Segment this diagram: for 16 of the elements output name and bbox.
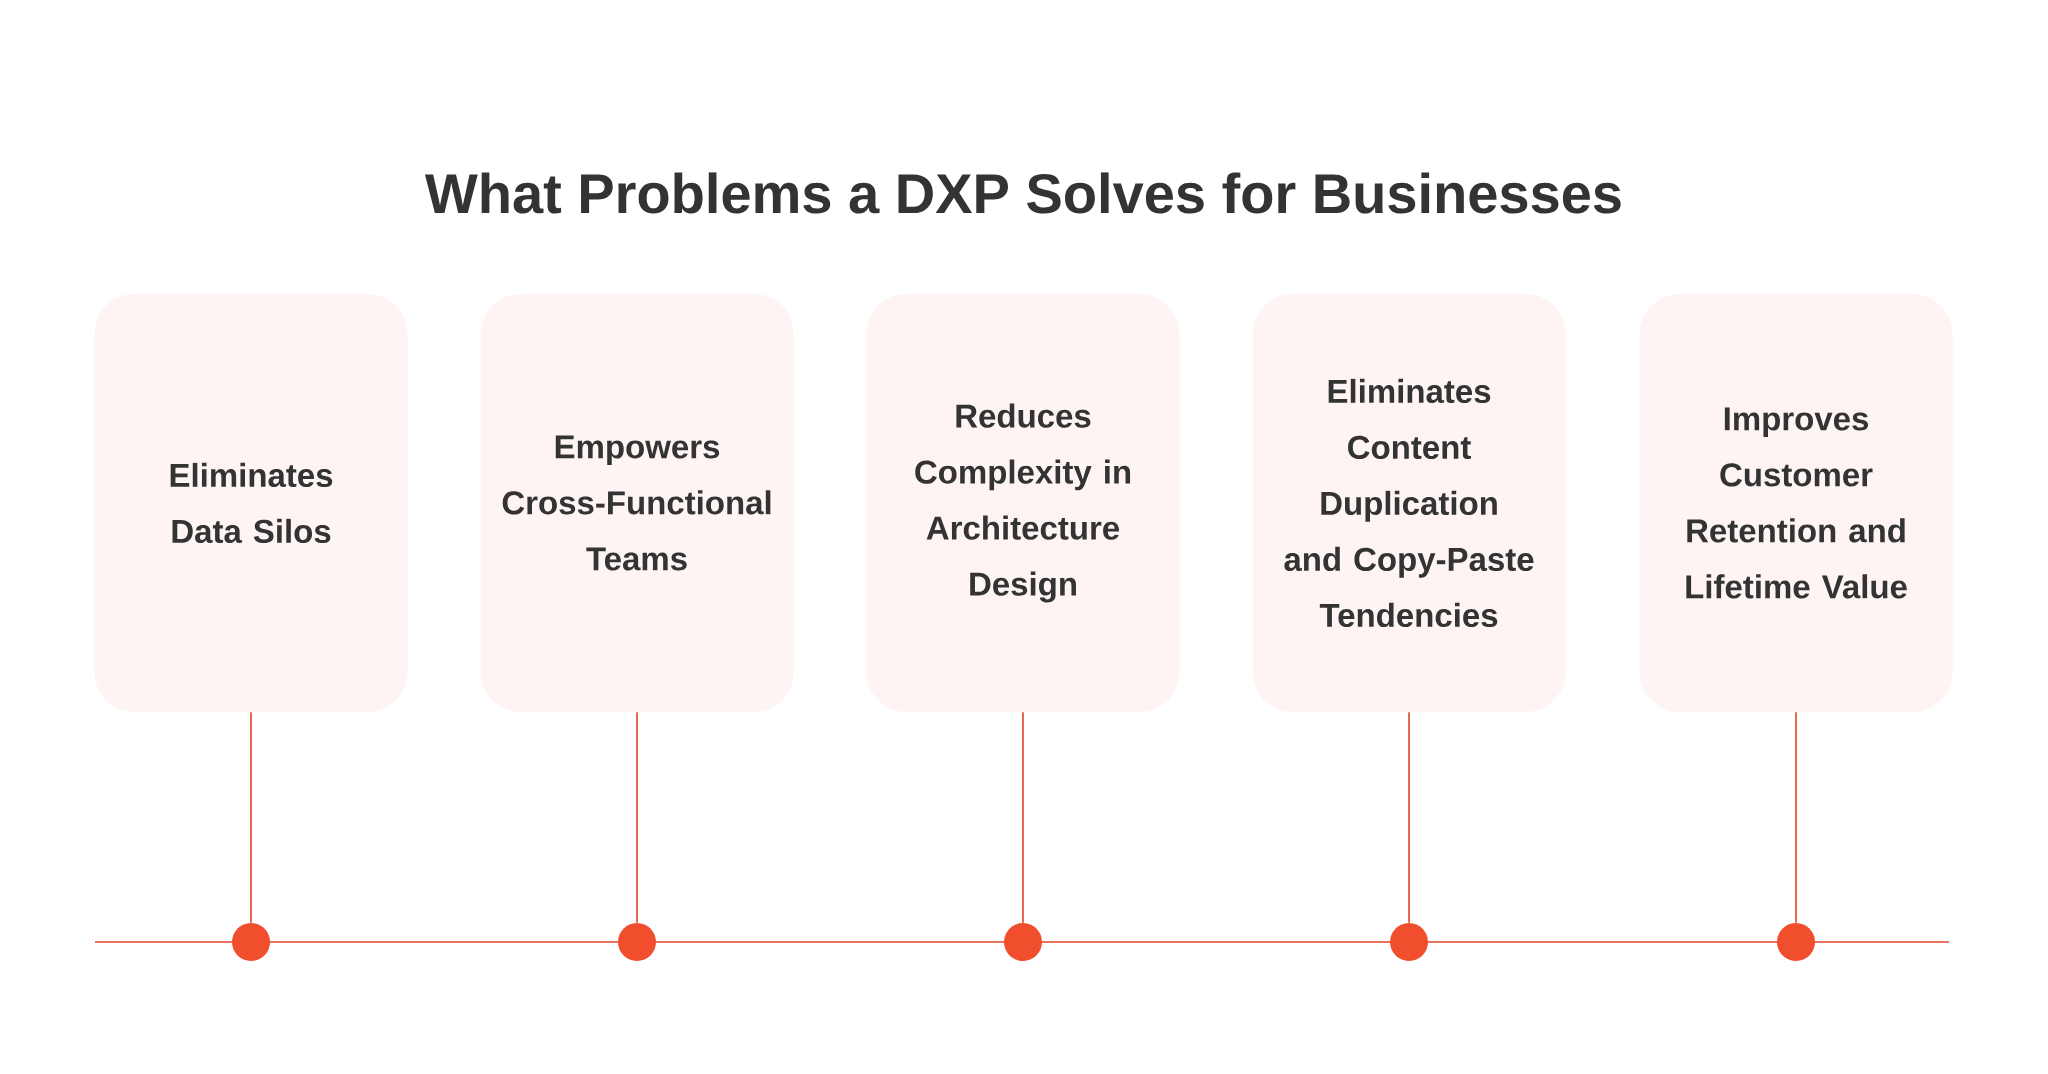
connector-line	[250, 711, 252, 924]
title: What Problems a DXP Solves for Businesses	[424, 172, 1621, 214]
connector-line	[1022, 711, 1024, 924]
timeline-dot	[232, 923, 270, 961]
connector-line	[1795, 711, 1797, 924]
card: Eliminates Content Duplication and Copy-Paste Tendencies	[1252, 294, 1566, 712]
card: Empowers Cross-Functional Teams	[480, 294, 794, 712]
timeline-dot	[1004, 923, 1042, 961]
timeline-dot	[1777, 923, 1815, 961]
connector-line	[636, 711, 638, 924]
card: Reduces Complexity in Architecture Design	[866, 294, 1180, 712]
card: Eliminates Data Silos	[94, 294, 408, 712]
card: Improves Customer Retention and Lifetime Value	[1639, 294, 1953, 712]
timeline-dot	[1390, 923, 1428, 961]
connector-line	[1408, 711, 1410, 924]
timeline-dot	[618, 923, 656, 961]
